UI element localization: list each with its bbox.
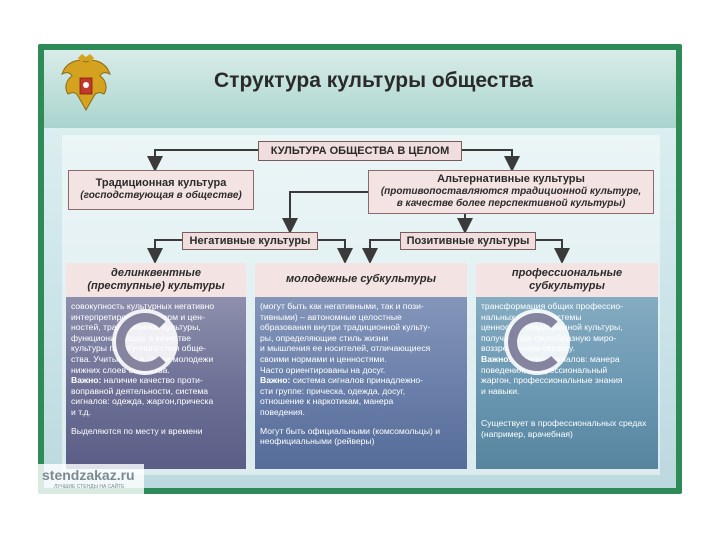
- text-line: жаргон, профессиональные знания: [481, 375, 623, 386]
- column-header-line: делинквентные: [111, 267, 201, 279]
- column-header: профессиональные субкультуры: [476, 263, 658, 297]
- text-line: трансформация общих профессио-: [481, 301, 623, 311]
- text-line: (могут быть как негативными, так и пози-: [260, 301, 424, 311]
- text-line: нальных норм и системы: [481, 311, 582, 322]
- page-title: Структура культуры общества: [214, 69, 534, 92]
- alternative-cultures-subtitle-1: (противопоставляются традиционной культу…: [380, 186, 642, 197]
- traditional-culture-title: Традиционная культура: [95, 177, 227, 189]
- text-line: отношение к наркотикам, манера: [260, 396, 394, 407]
- text-line: сигналов: одежда, жаргон,прическа: [71, 396, 214, 407]
- text-line: Часто ориентированы на досуг.: [260, 364, 386, 375]
- important-line: Важно: система сигналов: манера: [481, 354, 653, 365]
- column-footer: Существует в профессиональных средах (на…: [481, 418, 647, 439]
- column-text: трансформация общих профессио- нальных н…: [476, 297, 658, 444]
- column-text: (могут быть как негативными, так и пози-…: [255, 297, 467, 451]
- text-line: и мышления ее носителей, отличающиеся: [260, 343, 431, 354]
- alternative-cultures-title: Альтернативные культуры: [437, 173, 585, 185]
- stendzakaz-logo: stendzakaz.ru ЛУЧШИЕ СТЕНДЫ НА САЙТЕ: [38, 464, 144, 494]
- text-line: нижних слоев общества.: [71, 364, 170, 375]
- text-line: воправной деятельности, система: [71, 385, 209, 396]
- text-line: совокупность культурных негативно: [71, 301, 215, 311]
- coat-of-arms-icon: [61, 54, 111, 112]
- society-culture-box: КУЛЬТУРА ОБЩЕСТВА В ЦЕЛОМ: [258, 141, 462, 161]
- text-line: система сигналов: манера: [511, 353, 620, 364]
- alternative-cultures-subtitle-2: в качестве более перспективной культуры): [396, 198, 626, 209]
- important-label: Важно:: [71, 375, 102, 386]
- column-header-line: молодежные субкультуры: [285, 273, 437, 285]
- text-line: поведения.: [260, 406, 305, 417]
- logo-tagline: ЛУЧШИЕ СТЕНДЫ НА САЙТЕ: [54, 484, 125, 490]
- text-line: сти группе: прическа, одежда, досуг,: [260, 385, 406, 396]
- important-label: Важно:: [260, 375, 291, 386]
- logo-text: stendzakaz.ru: [42, 467, 135, 483]
- important-line: Важно: наличие качество проти-: [71, 375, 241, 386]
- text-line: тивными) – автономные целостные: [260, 311, 402, 322]
- text-line: образования внутри традиционной культу-: [260, 322, 431, 333]
- positive-cultures-label: Позитивные культуры: [400, 232, 536, 250]
- text-line: и т.д.: [71, 406, 91, 417]
- alternative-cultures-box: Альтернативные культуры (противопоставля…: [368, 170, 654, 214]
- column-header-line: (преступные) культуры: [87, 280, 225, 292]
- column-header-line: профессиональные: [511, 267, 623, 279]
- important-line: Важно: система сигналов принадлежно-: [260, 375, 462, 386]
- text-line: система сигналов принадлежно-: [290, 375, 424, 386]
- text-line: наличие качество проти-: [101, 375, 203, 386]
- copyright-watermark-icon: [112, 309, 178, 375]
- poster-header: [44, 50, 676, 128]
- column-header: делинквентные (преступные) культуры: [66, 263, 246, 297]
- column-footer: Выделяются по месту и времени: [71, 425, 203, 436]
- text-line: поведения, профессиональный: [481, 364, 608, 375]
- professional-subcultures-column: профессиональные субкультуры трансформац…: [476, 263, 658, 469]
- text-line: и навыки.: [481, 385, 520, 396]
- traditional-culture-box: Традиционная культура (господствующая в …: [68, 170, 254, 210]
- column-header-line: субкультуры: [529, 280, 605, 292]
- text-line: ры, определяющие стиль жизни: [260, 332, 389, 343]
- youth-subcultures-column: молодежные субкультуры (могут быть как н…: [255, 263, 467, 469]
- important-label: Важно:: [481, 353, 512, 364]
- column-footer: Могут быть официальными (комсомольцы) и …: [260, 425, 441, 447]
- column-header: молодежные субкультуры: [255, 263, 467, 297]
- negative-cultures-label: Негативные культуры: [182, 232, 318, 250]
- copyright-watermark-icon: [504, 309, 570, 375]
- traditional-culture-subtitle: (господствующая в обществе): [80, 190, 242, 201]
- text-line: своими нормами и ценностями.: [260, 353, 387, 364]
